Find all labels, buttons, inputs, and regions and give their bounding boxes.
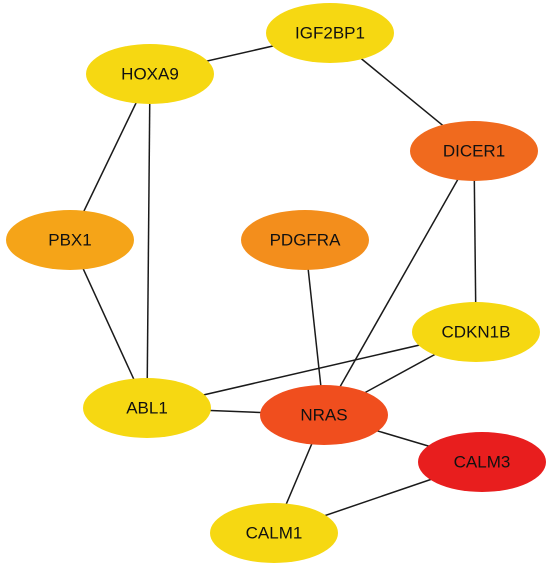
node-calm3: CALM3 [418, 432, 546, 492]
node-label-hoxa9: HOXA9 [121, 65, 179, 84]
node-nras: NRAS [260, 385, 388, 445]
node-igf2bp1: IGF2BP1 [266, 3, 394, 63]
node-ellipse-dicer1 [410, 121, 538, 181]
node-dicer1: DICER1 [410, 121, 538, 181]
node-label-cdkn1b: CDKN1B [442, 323, 511, 342]
node-label-calm3: CALM3 [454, 453, 511, 472]
node-label-calm1: CALM1 [246, 524, 303, 543]
edge-dicer1-nras [323, 150, 475, 416]
node-label-pbx1: PBX1 [48, 231, 91, 250]
node-label-abl1: ABL1 [126, 399, 168, 418]
node-ellipse-cdkn1b [412, 302, 540, 362]
node-ellipse-igf2bp1 [266, 3, 394, 63]
node-cdkn1b: CDKN1B [412, 302, 540, 362]
node-hoxa9: HOXA9 [86, 44, 214, 104]
node-label-nras: NRAS [300, 406, 347, 425]
node-ellipse-calm1 [210, 503, 338, 563]
edge-hoxa9-abl1 [146, 73, 151, 409]
node-ellipse-abl1 [83, 378, 211, 438]
node-calm1: CALM1 [210, 503, 338, 563]
node-label-dicer1: DICER1 [443, 142, 505, 161]
node-ellipse-hoxa9 [86, 44, 214, 104]
edge-dicer1-cdkn1b [473, 150, 477, 333]
node-pdgfra: PDGFRA [241, 210, 369, 270]
node-ellipse-pbx1 [6, 210, 134, 270]
node-ellipse-pdgfra [241, 210, 369, 270]
node-pbx1: PBX1 [6, 210, 134, 270]
node-abl1: ABL1 [83, 378, 211, 438]
node-ellipse-nras [260, 385, 388, 445]
node-label-pdgfra: PDGFRA [270, 231, 342, 250]
node-label-igf2bp1: IGF2BP1 [295, 24, 365, 43]
node-ellipse-calm3 [418, 432, 546, 492]
